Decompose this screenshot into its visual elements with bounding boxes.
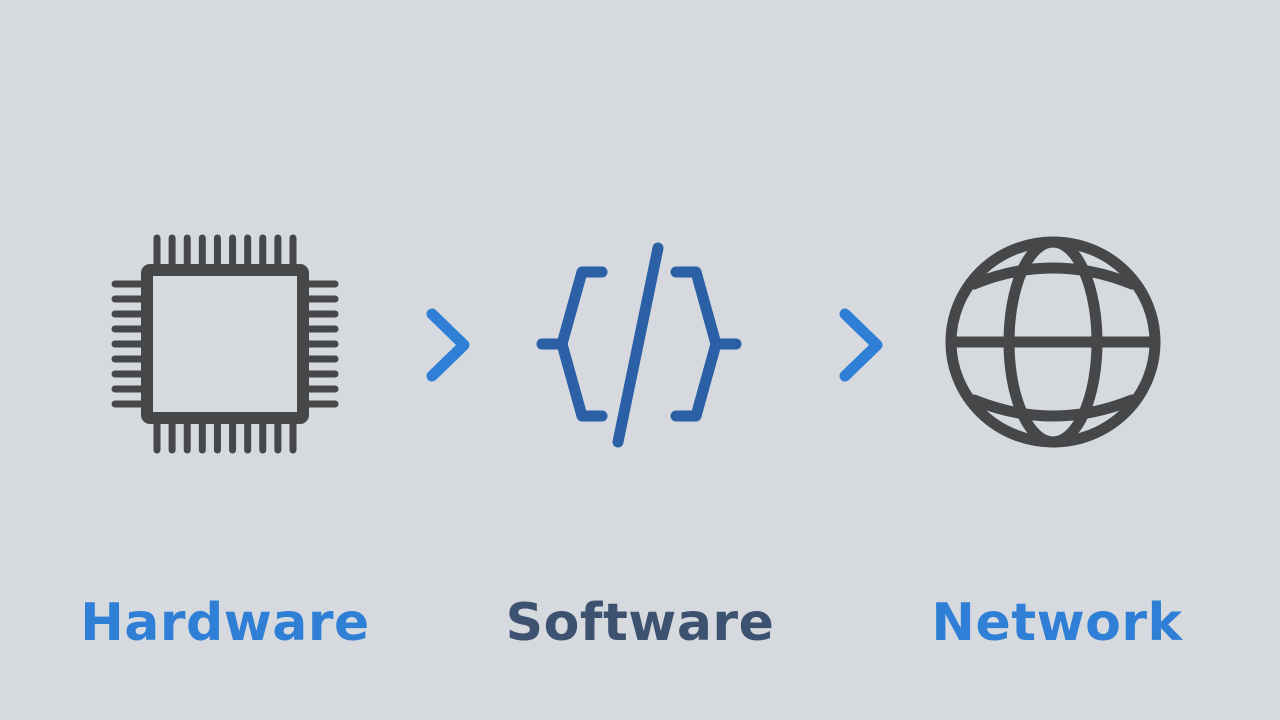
stage-label-software: Software — [505, 593, 775, 653]
chevron-right-icon — [420, 302, 480, 388]
globe-icon — [940, 232, 1166, 452]
stage-label-hardware: Hardware — [80, 593, 370, 653]
cpu-chip-icon — [105, 228, 345, 460]
code-brackets-icon — [530, 236, 750, 456]
chevron-right-icon — [833, 302, 893, 388]
stage-label-network: Network — [931, 593, 1183, 653]
